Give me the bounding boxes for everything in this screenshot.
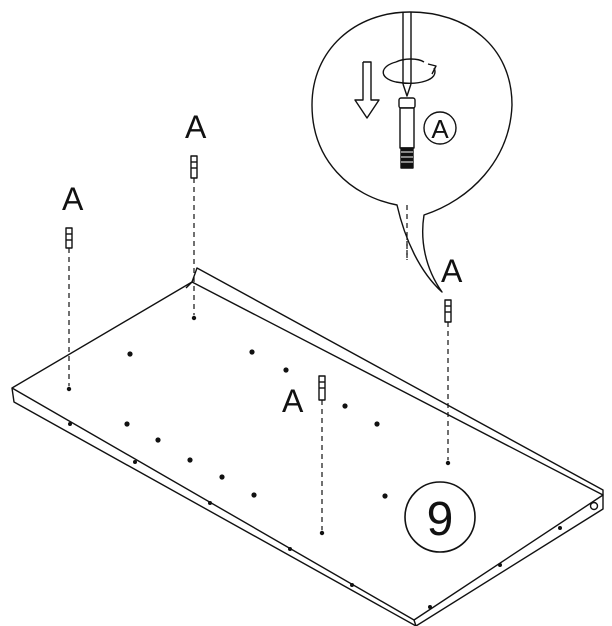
panel-board	[11, 267, 604, 626]
step-number-circle	[404, 481, 476, 553]
part-label-a-1: A	[62, 181, 84, 217]
part-label-a-3: A	[441, 253, 463, 289]
rotate-arrow-icon	[382, 58, 437, 84]
screwdriver	[402, 12, 412, 97]
step-number: 9	[427, 493, 454, 546]
part-label-a-4: A	[282, 383, 304, 419]
dowel-3	[444, 299, 452, 323]
push-down-arrow-icon	[354, 61, 380, 119]
part-label-a-2: A	[185, 109, 207, 145]
callout-label: A	[431, 114, 449, 144]
dowel-2	[190, 155, 198, 179]
edge-holes	[68, 422, 562, 609]
part-labels: A A A A	[62, 109, 463, 419]
corner-hole	[589, 501, 599, 511]
callout-label-circle	[423, 111, 457, 145]
dowel-1	[65, 227, 73, 249]
panel-holes	[66, 315, 451, 536]
cam-dowel-icon	[398, 97, 416, 169]
dowel-4	[318, 375, 326, 401]
